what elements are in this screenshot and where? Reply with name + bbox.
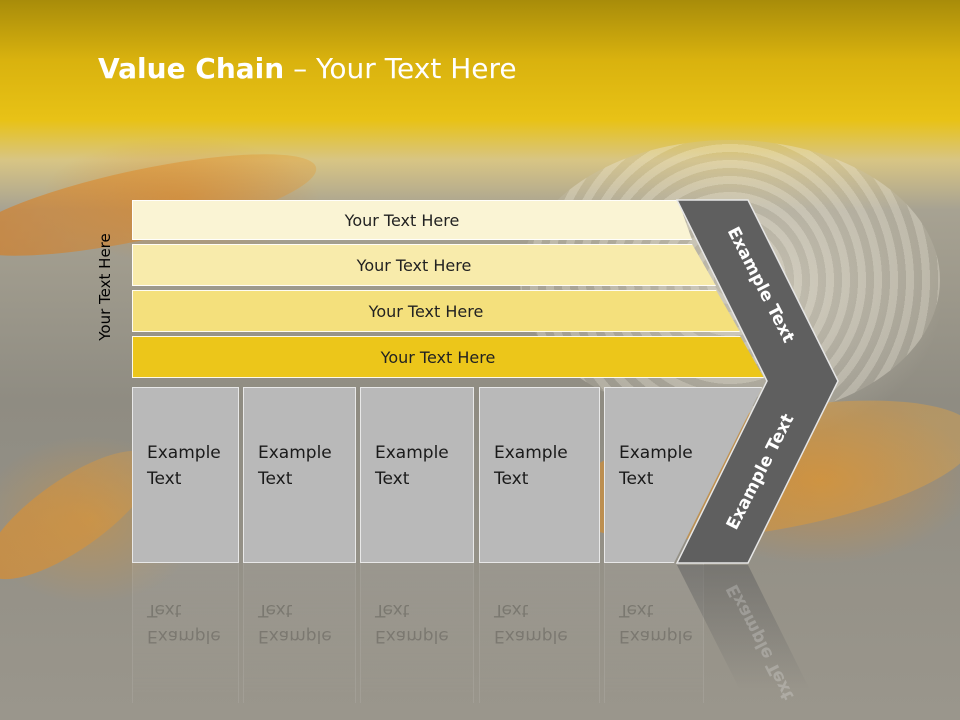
column-2: Example Text — [243, 387, 356, 563]
column-4-line1: Example — [494, 443, 568, 463]
band-2: Your Text Here — [132, 244, 716, 286]
slide-title-bold: Value Chain — [98, 52, 285, 85]
column-5-line2: Text — [619, 469, 654, 489]
column-3: Example Text — [360, 387, 474, 563]
column-5-line1: Example — [619, 443, 693, 463]
column-3-line2: Text — [375, 469, 410, 489]
column-4-line2: Text — [494, 469, 529, 489]
slide-title: Value Chain – Your Text Here — [98, 52, 517, 85]
column-1-line1: Example — [147, 443, 221, 463]
slide-title-rest: – Your Text Here — [284, 52, 517, 85]
chevron-arrow-shape — [675, 199, 839, 564]
column-4: Example Text — [479, 387, 600, 563]
band-3: Your Text Here — [132, 290, 740, 332]
band-2-label: Your Text Here — [356, 255, 472, 275]
column-3-line1: Example — [375, 443, 449, 463]
column-1: Example Text — [132, 387, 239, 563]
band-3-label: Your Text Here — [368, 301, 484, 321]
column-1-line2: Text — [147, 469, 182, 489]
column-2-line2: Text — [258, 469, 293, 489]
column-2-line1: Example — [258, 443, 332, 463]
band-1: Your Text Here — [132, 200, 692, 240]
band-1-label: Your Text Here — [344, 210, 460, 230]
band-4-label: Your Text Here — [380, 347, 496, 367]
chevron-arrow-reflection — [677, 565, 810, 690]
band-4: Your Text Here — [132, 336, 764, 378]
